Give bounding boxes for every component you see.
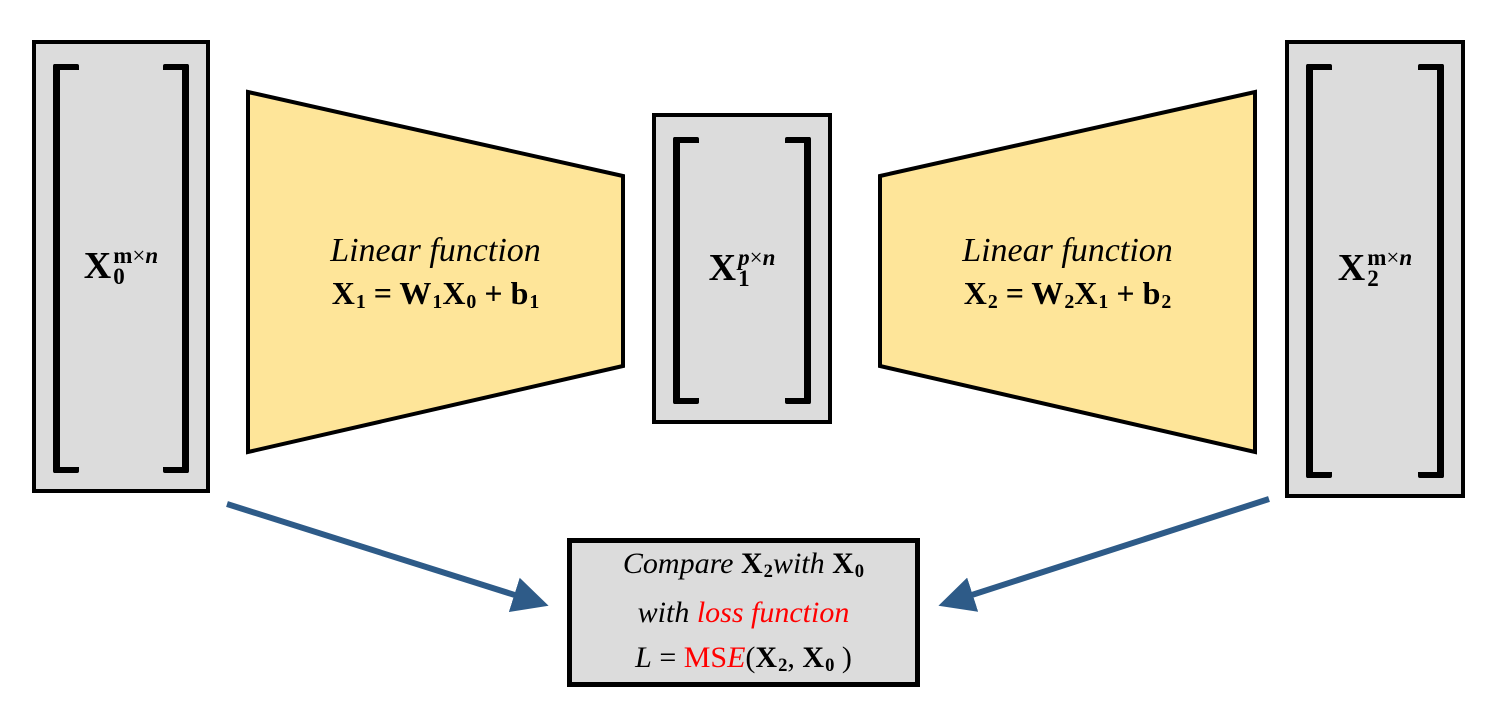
loss-line-1: Compare X2with X0 <box>622 547 865 583</box>
encoder-trapezoid <box>246 89 625 455</box>
decoder-text: Linear function X2 = W2X1 + b2 <box>880 92 1255 452</box>
left-bracket-icon <box>1306 64 1332 478</box>
decoder-equation: X2 = W2X1 + b2 <box>963 275 1172 314</box>
matrix-symbol: X <box>83 244 112 287</box>
matrix-subscript: 2 <box>1367 266 1379 292</box>
decoder-trapezoid <box>878 89 1257 455</box>
matrix-superscript: m×n <box>113 242 159 268</box>
matrix-subscript: 1 <box>738 265 750 291</box>
matrix-superscript: p×n <box>738 244 776 270</box>
loss-function-highlight: loss function <box>696 596 850 629</box>
arrow-output-to-loss <box>938 496 1270 612</box>
right-bracket-icon <box>1418 64 1444 478</box>
matrix-superscript: m×n <box>1367 245 1413 271</box>
encoder-title: Linear function <box>330 232 541 269</box>
left-bracket-icon <box>53 64 79 473</box>
right-bracket-icon <box>785 137 811 404</box>
matrix-subscript: 0 <box>113 263 125 289</box>
left-bracket-icon <box>673 137 699 404</box>
decoder-title: Linear function <box>962 232 1173 269</box>
loss-line-3: L = MSE(X2, X0 ) <box>635 641 852 677</box>
loss-line-2: with loss function <box>637 596 850 629</box>
loss-box: Compare X2with X0 with loss function L =… <box>567 538 920 687</box>
matrix-symbol: X <box>1337 247 1366 290</box>
right-bracket-icon <box>163 64 189 473</box>
arrow-input-to-loss <box>226 501 549 613</box>
mse-highlight: MS <box>683 641 728 674</box>
matrix-symbol: X <box>708 246 737 289</box>
encoder-equation: X1 = W1X0 + b1 <box>331 275 540 314</box>
encoder-text: Linear function X1 = W1X0 + b1 <box>248 92 623 452</box>
